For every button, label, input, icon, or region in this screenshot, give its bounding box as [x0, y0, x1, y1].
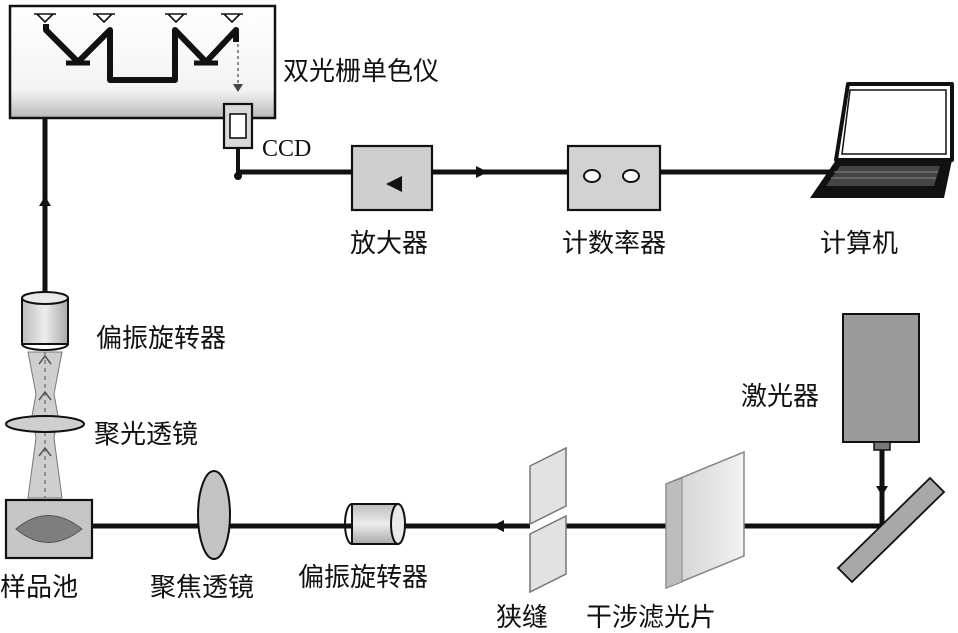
counter-knob-left: [583, 169, 601, 183]
focusing-lens-label: 聚焦透镜: [150, 573, 254, 603]
amplifier: 放大器: [350, 144, 434, 259]
laser: 激光器: [741, 313, 920, 451]
counter-label: 计数率器: [562, 229, 666, 259]
polarization-rotator-bottom: 偏振旋转器: [298, 503, 428, 593]
signal-arrow: [476, 166, 488, 178]
slit: 狭缝: [496, 446, 567, 633]
focusing-lens: 聚焦透镜: [150, 470, 254, 603]
monochromator: 双光栅单色仪: [8, 4, 439, 120]
polarization-rotator-top-label: 偏振旋转器: [96, 324, 226, 354]
laser-label: 激光器: [741, 382, 819, 412]
interference-filter-label: 干涉滤光片: [586, 603, 716, 633]
sample-cell-label: 样品池: [0, 573, 78, 603]
counter: 计数率器: [562, 144, 666, 259]
counter-knob-right: [622, 169, 640, 183]
collecting-lens: 聚光透镜: [5, 415, 198, 450]
interference-filter: 干涉滤光片: [586, 450, 745, 633]
polarization-rotator-bottom-label: 偏振旋转器: [298, 563, 428, 593]
light-path-inside: [43, 24, 239, 83]
grating-marks: [34, 13, 243, 24]
slit-label: 狭缝: [496, 603, 548, 633]
beam-arrow-mid: [492, 520, 504, 532]
polarization-rotator-top: 偏振旋转器: [21, 291, 226, 354]
ccd-label: CCD: [262, 136, 311, 162]
computer-label: 计算机: [820, 229, 898, 259]
monochromator-label: 双光栅单色仪: [283, 57, 439, 87]
sample-beam-spot: [15, 515, 83, 543]
sample-cell: 样品池: [0, 498, 94, 603]
beam-arrow-down: [876, 486, 888, 496]
amplifier-triangle-icon: [386, 176, 402, 192]
ccd-detector: CCD: [222, 102, 311, 180]
mirror: [836, 476, 946, 584]
amplifier-label: 放大器: [350, 229, 428, 259]
collecting-lens-label: 聚光透镜: [94, 420, 198, 450]
computer: 计算机: [810, 82, 954, 259]
